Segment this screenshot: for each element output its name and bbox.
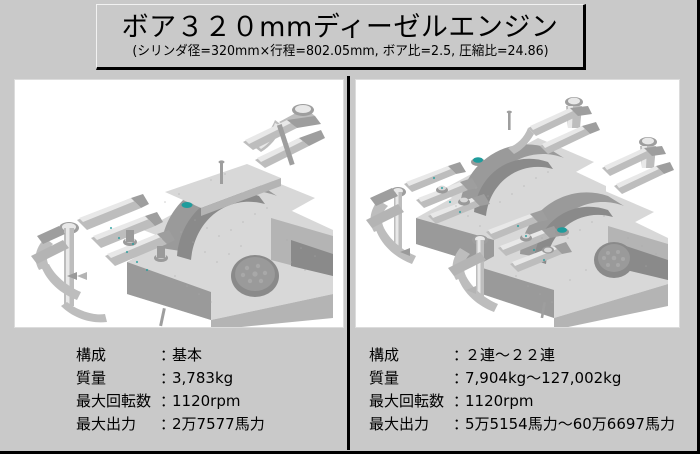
spec-colon: ：: [160, 369, 176, 387]
spec-colon: ：: [453, 392, 469, 410]
spec-value: 基本: [172, 346, 203, 364]
spec-row: 構成 ： ２連〜２２連: [369, 344, 683, 367]
panels-container: 構成 ： 基本 質量 ： 3,783kg 最大回転数 ： 1120rpm 最大出…: [0, 76, 697, 451]
spec-row: 最大回転数 ： 1120rpm: [76, 390, 347, 413]
engine-render-multi: [356, 80, 679, 327]
engine-render-single: [15, 80, 343, 327]
spec-value: 2万7577馬力: [172, 415, 265, 433]
page-subtitle: (シリンダ径=320mm×行程=802.05mm, ボア比=2.5, 圧縮比=2…: [131, 43, 549, 59]
spec-label: 質量: [76, 369, 107, 387]
spec-label: 最大出力: [369, 415, 430, 433]
spec-value: 1120rpm: [465, 392, 534, 410]
spec-list-left: 構成 ： 基本 質量 ： 3,783kg 最大回転数 ： 1120rpm 最大出…: [14, 344, 347, 436]
page-title: ボア３２０mmディーゼルエンジン: [121, 11, 559, 43]
spec-colon: ：: [160, 415, 176, 433]
spec-row: 構成 ： 基本: [76, 344, 347, 367]
spec-label: 構成: [369, 346, 400, 364]
spec-value: ２連〜２２連: [465, 346, 556, 364]
spec-colon: ：: [453, 346, 469, 364]
engine-render-single-frame: [14, 79, 344, 328]
spec-row: 質量 ： 3,783kg: [76, 367, 347, 390]
spec-list-right: 構成 ： ２連〜２２連 質量 ： 7,904kg〜127,002kg 最大回転数…: [355, 344, 683, 436]
panel-divider: [347, 76, 350, 450]
engine-render-multi-frame: [355, 79, 680, 328]
spec-row: 最大出力 ： 2万7577馬力: [76, 413, 347, 436]
spec-colon: ：: [160, 346, 176, 364]
panel-right: 構成 ： ２連〜２２連 質量 ： 7,904kg〜127,002kg 最大回転数…: [347, 76, 697, 451]
spec-value: 7,904kg〜127,002kg: [465, 369, 622, 387]
spec-value: 3,783kg: [172, 369, 234, 387]
engine-illustration-multi: [366, 97, 674, 327]
spec-colon: ：: [453, 415, 469, 433]
spec-label: 構成: [76, 346, 107, 364]
title-box: ボア３２０mmディーゼルエンジン (シリンダ径=320mm×行程=802.05m…: [96, 4, 586, 70]
spec-value: 5万5154馬力〜60万6697馬力: [465, 415, 675, 433]
engine-illustration-single: [31, 104, 333, 327]
panel-left: 構成 ： 基本 質量 ： 3,783kg 最大回転数 ： 1120rpm 最大出…: [0, 76, 347, 451]
spec-label: 最大出力: [76, 415, 137, 433]
spec-label: 最大回転数: [76, 392, 152, 410]
spec-label: 最大回転数: [369, 392, 445, 410]
spec-colon: ：: [453, 369, 469, 387]
spec-colon: ：: [160, 392, 176, 410]
spec-row: 最大回転数 ： 1120rpm: [369, 390, 683, 413]
spec-row: 最大出力 ： 5万5154馬力〜60万6697馬力: [369, 413, 683, 436]
spec-value: 1120rpm: [172, 392, 241, 410]
spec-label: 質量: [369, 369, 400, 387]
spec-row: 質量 ： 7,904kg〜127,002kg: [369, 367, 683, 390]
